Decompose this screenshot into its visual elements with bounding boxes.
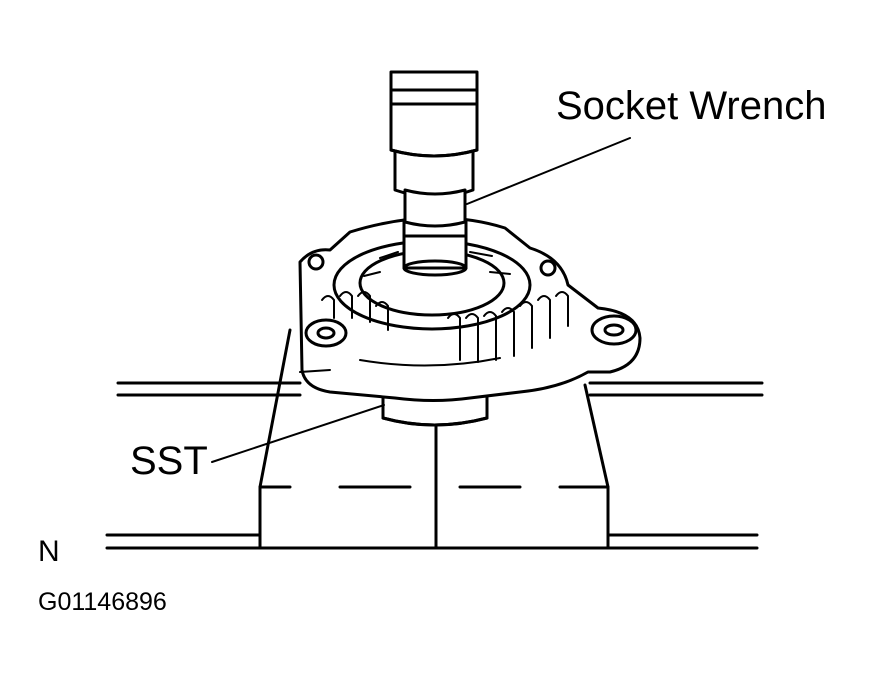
socket-wrench: [389, 70, 479, 277]
socket-wrench-label: Socket Wrench: [556, 84, 827, 128]
bench-rails: [105, 381, 764, 550]
socket-wrench-leader: [466, 137, 631, 205]
sst-label: SST: [130, 439, 208, 483]
orientation-label: N: [38, 535, 60, 568]
vise-block: [258, 328, 610, 550]
sst-leader: [211, 404, 385, 463]
figure-code: G01146896: [38, 588, 167, 616]
alternator-body: [298, 216, 642, 402]
